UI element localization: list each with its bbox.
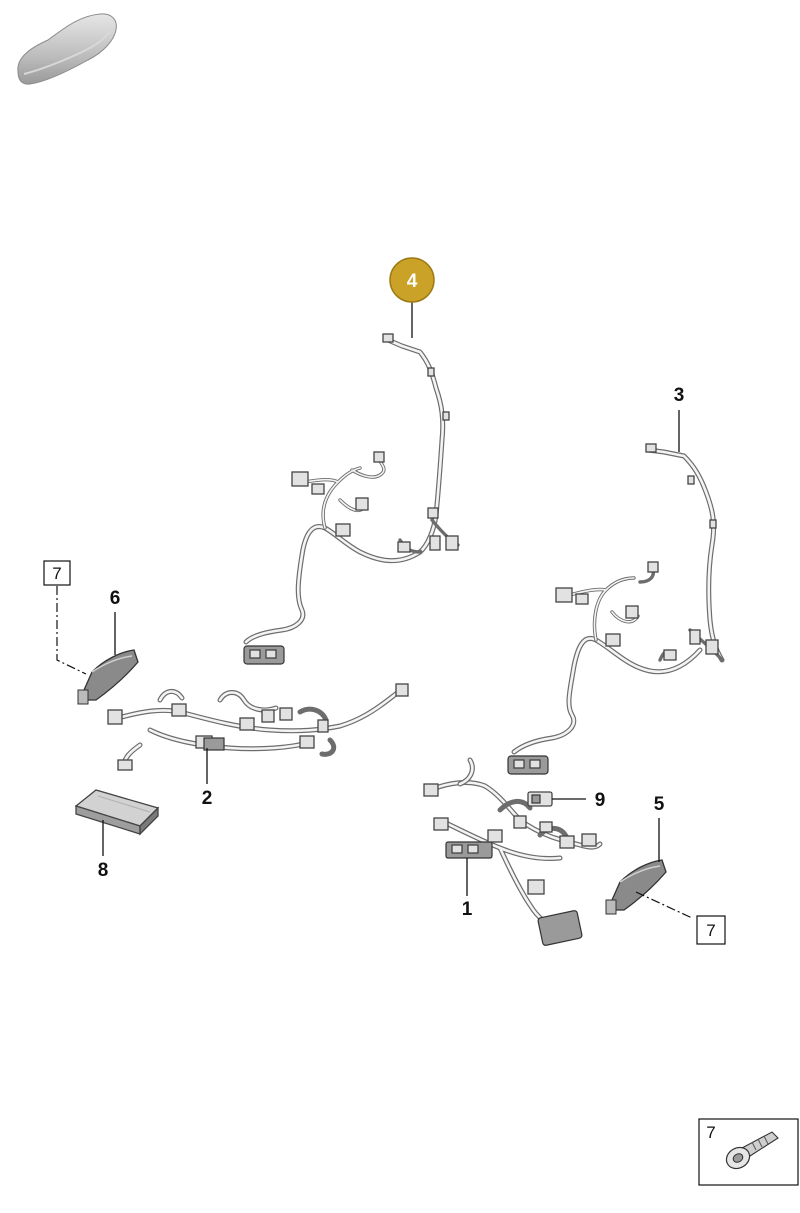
ref-line-right	[635, 891, 693, 919]
callout-8-label[interactable]: 8	[98, 860, 109, 881]
callout-1-label[interactable]: 1	[462, 899, 473, 920]
callout-4-highlight[interactable]: 4	[389, 257, 435, 303]
control-unit-part-6[interactable]	[77, 649, 139, 705]
connector-part-9[interactable]	[527, 791, 553, 807]
boxed-ref-7-left-label: 7	[52, 564, 61, 583]
fastener-legend-box[interactable]: 7	[698, 1118, 799, 1186]
callout-4-label: 4	[407, 271, 418, 292]
callout-3-label[interactable]: 3	[674, 385, 685, 406]
fastener-legend-label: 7	[706, 1123, 715, 1142]
wiring-harness-4[interactable]	[243, 333, 460, 665]
wiring-harness-3[interactable]	[507, 443, 725, 775]
boxed-ref-7-right-label: 7	[706, 921, 715, 940]
callout-6-label[interactable]: 6	[110, 588, 121, 609]
callout-5-label[interactable]: 5	[654, 794, 665, 815]
wiring-harness-1[interactable]	[423, 757, 603, 946]
boxed-ref-7-left[interactable]: 7	[43, 560, 71, 586]
ref-line-left	[56, 586, 87, 675]
wiring-harness-2[interactable]	[107, 683, 409, 771]
callout-4-circle	[389, 257, 435, 303]
callout-2-label[interactable]: 2	[202, 788, 213, 809]
screw-bolt-icon	[725, 1131, 779, 1170]
car-silhouette-icon	[17, 13, 117, 85]
callout-9-label[interactable]: 9	[595, 790, 606, 811]
boxed-ref-7-right[interactable]: 7	[696, 915, 726, 945]
control-module-part-8[interactable]	[74, 789, 160, 836]
control-unit-part-5[interactable]	[605, 859, 667, 915]
